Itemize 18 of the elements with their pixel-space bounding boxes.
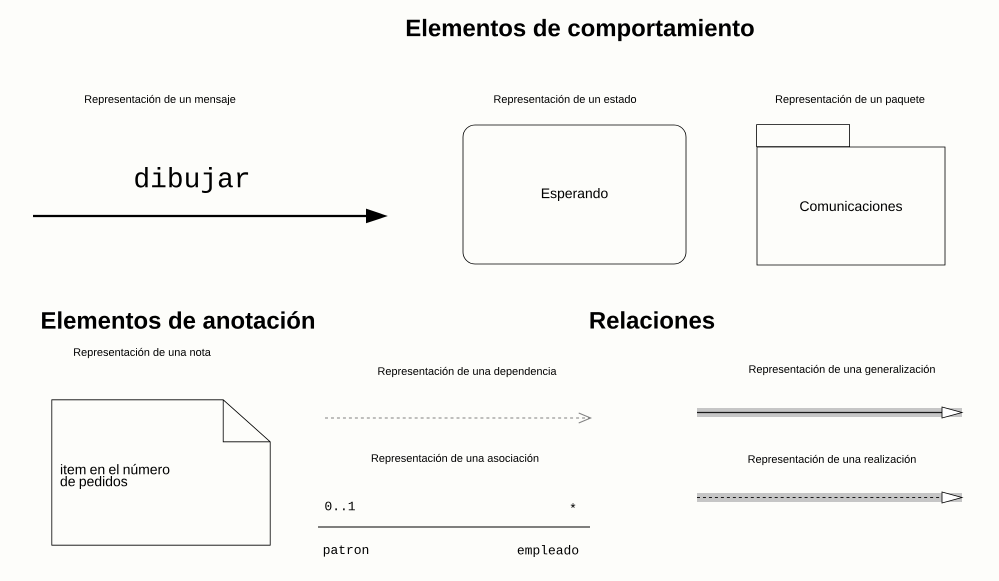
state-box: Esperando xyxy=(462,124,686,264)
section-heading: Relaciones xyxy=(590,311,714,329)
caption: Representación de una realización xyxy=(748,454,916,466)
node-label: Representación de un paquete xyxy=(776,94,924,106)
caption: Representación de un mensaje xyxy=(85,94,236,106)
multiplicity: * xyxy=(570,503,576,508)
role-name: patron xyxy=(324,545,368,557)
section-heading: Elementos de anotación xyxy=(42,311,314,329)
message-name: dibujar xyxy=(135,167,248,193)
multiplicity: 0..1 xyxy=(325,502,355,510)
caption: Representación de una generalización xyxy=(749,364,935,376)
role-name: empleado xyxy=(518,544,578,558)
node-label: Representación de un estado xyxy=(494,94,636,106)
caption: Representación de una asociación xyxy=(372,454,538,464)
package-box: Comunicaciones xyxy=(756,124,946,266)
section-heading: Elementos de comportamiento xyxy=(406,18,754,42)
caption: Representación de una dependencia xyxy=(378,366,557,378)
node-label: Representación de una nota xyxy=(74,348,211,358)
